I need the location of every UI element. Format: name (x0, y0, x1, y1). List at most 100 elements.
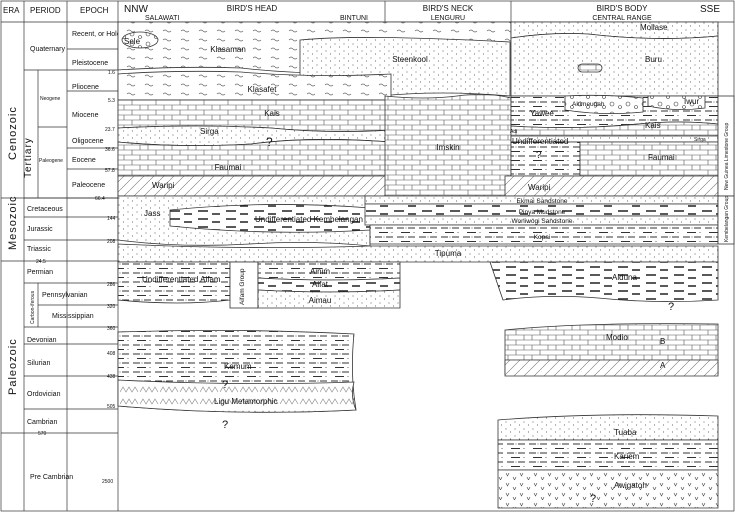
label-modio-a: A (660, 361, 666, 370)
age-label: 570 (38, 431, 47, 437)
buru-lens (577, 63, 603, 73)
label-sele: Sele (124, 37, 141, 46)
period-cretaceous: Cretaceous (27, 206, 63, 213)
age-label: 360 (107, 326, 116, 332)
label-imskin: Imskin (436, 143, 459, 152)
label-tipuma: Tipuma (435, 249, 462, 258)
birds-body-title: BIRD'S BODY (597, 4, 649, 13)
label-ekmai: Ekmai Sandstone (517, 198, 568, 205)
question-mark: ? (222, 419, 228, 431)
epoch-oligocene: Oligocene (72, 138, 104, 145)
label-kopai: Kopai (534, 234, 551, 241)
period-ordovician: Ordovician (27, 391, 61, 398)
period-neogene: Neogene (40, 96, 61, 102)
unit-faumai (117, 139, 392, 177)
label-ngl-group: New Guinea Limestone Group (724, 123, 730, 190)
epoch-miocene: Miocene (72, 112, 99, 119)
nnw-label: NNW (124, 4, 148, 15)
era-header: ERA (3, 6, 20, 15)
era-labels: Cenozoic Mesozoic Paleozoic (7, 106, 19, 395)
era-mesozoic: Mesozoic (7, 196, 19, 250)
question-mark: ? (668, 301, 674, 313)
period-paleogene: Paleogene (39, 158, 63, 164)
unit-awigatoh (497, 469, 719, 509)
age-label: 208 (107, 239, 116, 245)
period-mississippian: Mississippian (52, 313, 94, 320)
label-akimeugah: Akimeugah (572, 101, 605, 108)
age-label: 23.7 (105, 127, 115, 133)
label-aifam-group: Aifam Group (239, 268, 246, 305)
label-modio-b: B (660, 337, 665, 346)
label-tuaba: Tuaba (614, 428, 637, 437)
era-cenozoic: Cenozoic (7, 106, 19, 160)
period-permian: Permian (27, 269, 53, 276)
label-awigatoh: Awigatoh (614, 481, 647, 490)
birds-head-title: BIRD'S HEAD (227, 4, 278, 13)
age-label: 24.5 (36, 259, 46, 265)
sse-label: SSE (700, 4, 720, 15)
question-mark: ? (590, 493, 596, 505)
unit-klasafet (117, 70, 392, 101)
label-aiduna: Aiduna (612, 273, 637, 282)
period-triassic: Triassic (27, 246, 51, 253)
label-sirga: Sirga (200, 127, 219, 136)
label-mollase: Mollase (640, 23, 668, 32)
cross-section (117, 21, 735, 509)
label-kembelangan-group: Kembelangan Group (724, 196, 730, 242)
column-headers: ERA PERIOD EPOCH NNW SSE BIRD'S HEAD BIR… (3, 4, 720, 22)
label-adi: Adi (510, 129, 517, 135)
unit-buru (510, 33, 719, 97)
unit-aifam-group (229, 261, 259, 309)
label-steenkool: Steenkool (392, 55, 428, 64)
question-mark: ? (222, 379, 228, 391)
period-silurian: Silurian (27, 360, 50, 367)
sele-lens (121, 31, 159, 49)
era-paleozoic: Paleozoic (7, 338, 19, 395)
label-faumai: Faumai (215, 163, 242, 172)
epoch-pleistocene: Pleistocene (72, 60, 108, 67)
label-kemum: Kemum (224, 362, 252, 371)
unit-tipuma (117, 243, 719, 263)
label-kais-east: Kais (645, 121, 661, 130)
label-kais: Kais (264, 109, 280, 118)
unit-tuaba (497, 414, 719, 441)
age-label: 505 (107, 404, 116, 410)
age-label: 36.6 (105, 147, 115, 153)
unit-iwur (647, 95, 706, 110)
unit-aifat (257, 277, 401, 293)
unit-aiduna (489, 261, 719, 302)
label-kariem: Kariem (614, 452, 640, 461)
unit-akimeugah (564, 94, 644, 114)
uncertainty-marks: ? ? ? ? ? ? (222, 135, 674, 505)
age-label: 144 (107, 216, 116, 222)
period-pennsylvanian: Pennsylvanian (42, 292, 88, 299)
unit-ligu (117, 379, 357, 413)
age-label: 320 (107, 304, 116, 310)
label-ainim: Ainim (310, 267, 330, 276)
label-undiff-kembelangan: Undifferentiated Kembelangan (255, 215, 363, 224)
age-label: 66.4 (95, 196, 105, 202)
age-label: 5.3 (108, 98, 115, 104)
unit-aimau (257, 289, 401, 309)
period-carboniferous: Carbon-iferous (30, 290, 36, 324)
period-labels: Tertiary Quaternary Neogene Paleogene Cr… (23, 46, 94, 481)
age-label: 2500 (102, 479, 113, 485)
label-waripi-east: Waripi (528, 183, 551, 192)
label-yawee: Yawee (530, 109, 554, 118)
period-quaternary: Quaternary (30, 46, 66, 53)
epoch-paleocene: Paleocene (72, 182, 105, 189)
label-jass: Jass (144, 209, 160, 218)
label-modio: Modio (606, 333, 628, 342)
period-cambrian: Cambrian (27, 419, 57, 426)
salawati-label: SALAWATI (145, 15, 179, 22)
label-iwur: Iwur (684, 97, 699, 106)
bintuni-label: BINTUNI (340, 15, 368, 22)
question-mark: ? (536, 150, 542, 161)
epoch-labels: Recent, or Holocene Pleistocene Pliocene… (72, 31, 136, 189)
central-range-label: CENTRAL RANGE (592, 15, 652, 22)
age-label: 408 (107, 351, 116, 357)
label-aifat: Aifat (312, 280, 329, 289)
unit-modio-base (504, 359, 719, 377)
epoch-eocene: Eocene (72, 157, 96, 164)
